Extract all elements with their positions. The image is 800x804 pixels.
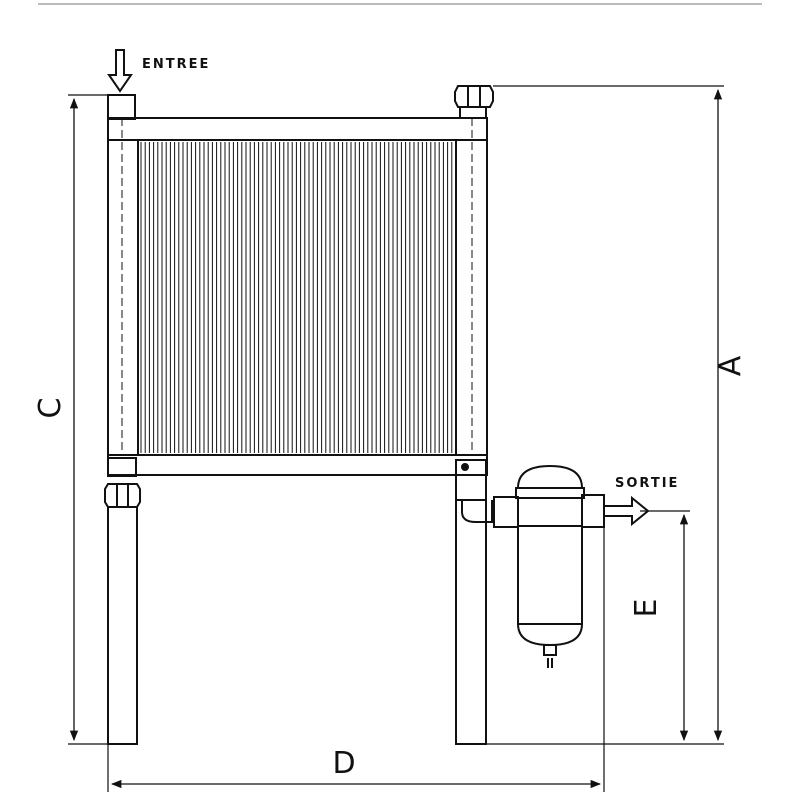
right-leg [455,499,487,745]
right-bottom-fitting [455,459,487,501]
dim-label-a: A [713,355,748,376]
separator-vessel [493,464,605,668]
top-header [107,117,488,141]
left-bottom-plug [107,457,137,477]
core-frame [107,139,488,456]
inlet-stub [107,94,136,120]
outlet-label: SORTIE [615,476,679,491]
inlet-arrow [107,49,133,93]
left-hex-nut [104,483,141,508]
dim-label-c: C [33,398,68,419]
inlet-label: ENTREE [142,57,210,72]
outlet-arrow [603,495,650,527]
outlet-elbow [461,500,493,523]
left-leg [107,506,138,745]
core-fins [140,142,453,453]
dim-label-d: D [332,746,355,781]
core-fins-area [137,139,457,456]
top-right-hex-nut [454,85,494,119]
bottom-header [107,454,488,476]
dim-label-e: E [629,599,664,618]
